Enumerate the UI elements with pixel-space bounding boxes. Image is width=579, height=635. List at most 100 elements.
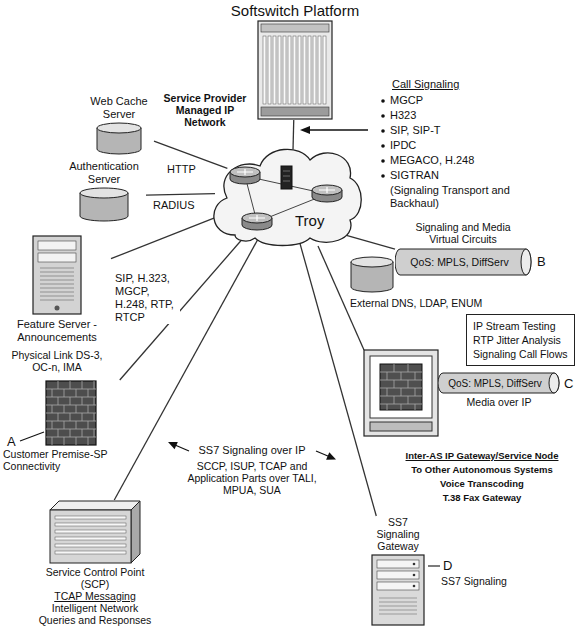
rack-icon-part <box>298 36 301 104</box>
pipe-shape: QoS: MPLS, DiffServ <box>395 248 532 276</box>
node-text: Signaling Call Flows <box>473 347 568 361</box>
ss7-icon-part <box>379 602 417 603</box>
fire-icon-part <box>64 437 65 445</box>
ss7-icon-part <box>379 614 417 615</box>
cloud-outline-part <box>312 185 342 195</box>
fire-icon-part <box>64 389 65 397</box>
rack-icon-part <box>261 24 329 32</box>
scp-icon-part <box>55 516 126 519</box>
fire-icon-part <box>94 397 95 405</box>
tower-icon-part <box>40 272 74 273</box>
fire-icon-part <box>58 413 59 421</box>
fire-icon-part <box>70 381 71 389</box>
fire-icon-part <box>52 389 53 397</box>
service-control-point: Service Control Point (SCP)TCAP Messagin… <box>15 500 175 626</box>
cloud-outline-part <box>242 213 272 223</box>
ss7-icon-part <box>413 574 416 577</box>
tower-icon-part <box>55 306 60 311</box>
node-text: External DNS, LDAP, ENUM <box>350 297 482 310</box>
fire-icon-part <box>70 397 71 405</box>
gateway-note: Inter-AS IP Gateway/Service Node <box>390 450 574 462</box>
bullet <box>381 114 385 118</box>
protocol-item: MEGACO, H.248 <box>390 154 474 167</box>
customer-premise-firewall: Customer Premise-SP Connectivity <box>3 380 131 472</box>
arrow-head <box>168 442 178 449</box>
node-text: SS7 Signaling Gateway <box>368 516 428 552</box>
callout-letter: D <box>443 558 452 573</box>
authentication-server: Authentication Server <box>62 160 146 223</box>
fire-icon-part <box>52 421 53 429</box>
node-text: TCAP Messaging <box>54 590 136 602</box>
fire-icon-part <box>46 389 96 390</box>
fire-icon-part <box>46 397 96 398</box>
feature-server: Feature Server - Announcements <box>3 235 111 344</box>
fire-icon-part <box>76 389 77 397</box>
cyl-icon-part <box>351 257 393 267</box>
protocol-item: IPDC <box>390 139 416 152</box>
fire-icon-part <box>82 397 83 405</box>
cloud-outline-part <box>319 187 335 193</box>
leader-line <box>428 565 440 566</box>
node-text: Troy <box>295 212 324 230</box>
tower-icon-part <box>40 268 74 269</box>
fire-icon-part <box>46 381 96 445</box>
bullet <box>381 159 385 163</box>
ss7-icon-part <box>372 555 424 625</box>
signal-name: SS7 Signaling <box>441 575 507 588</box>
ss7-icon-part <box>377 560 419 568</box>
fire-icon-part <box>82 429 83 437</box>
fire-icon-part <box>46 413 96 414</box>
rack-icon-part <box>263 36 266 104</box>
ss7-icon-part <box>413 585 416 588</box>
test-info-box: IP Stream TestingRTP Jitter AnalysisSign… <box>466 314 575 366</box>
fire-icon-part <box>88 437 89 445</box>
node-text: Customer Premise-SP Connectivity <box>3 448 127 472</box>
qos-pipe-tube-part <box>521 249 531 275</box>
tower-icon-part <box>40 284 74 285</box>
scp-icon-part <box>55 523 126 526</box>
bullet <box>381 129 385 133</box>
rack-icon-part <box>323 36 326 104</box>
fire-icon-part <box>88 389 89 397</box>
protocol-item: SIGTRAN <box>390 169 439 182</box>
cyl-icon-part <box>80 188 128 198</box>
ss7-icon-part <box>413 563 416 566</box>
rack-icon-part <box>261 107 329 116</box>
scp-icon-part <box>55 544 126 547</box>
ss7-icon-part <box>377 582 419 590</box>
cloud-outline-part <box>230 167 260 177</box>
media-qos-pipe: QoS: MPLS, DiffServMedia over IP <box>438 372 560 409</box>
connector-line <box>146 194 215 196</box>
protocol-item: MGCP <box>390 94 423 107</box>
connector-line <box>111 215 223 259</box>
gateway-note: To Other Autonomous Systems <box>390 464 574 476</box>
rack-icon-part <box>288 36 291 104</box>
callout-letter: C <box>564 376 573 391</box>
list-heading: Call Signaling <box>392 78 459 91</box>
scp-icon-part <box>131 501 140 563</box>
bullet <box>381 99 385 103</box>
cyl-icon <box>79 187 129 223</box>
link-note: Physical Link DS-3, OC-n, IMA <box>10 349 104 373</box>
fire-icon-part <box>46 429 96 430</box>
qos-virtual-circuit: QoS: MPLS, DiffServ <box>395 248 532 276</box>
fire-icon-part <box>46 421 96 422</box>
ss7-note-heading: SS7 Signaling over IP <box>190 444 314 457</box>
fire-icon-part <box>82 413 83 421</box>
node-text: RTP Jitter Analysis <box>473 333 561 347</box>
callout-letter: A <box>7 434 16 449</box>
cloud-outline <box>205 140 365 248</box>
fire-icon-part <box>64 405 65 413</box>
brick-lines <box>380 364 422 410</box>
fire-icon-part <box>64 421 65 429</box>
cloud-outline-part <box>281 166 292 189</box>
ss7-icon-part <box>379 598 417 599</box>
node-text: IP Stream Testing <box>473 319 556 333</box>
rack-icon-part <box>318 36 321 104</box>
fire-icon-part <box>58 429 59 437</box>
gateway-note: Voice Transcoding <box>390 478 574 490</box>
rack-icon-part <box>283 36 286 104</box>
cyl-icon <box>96 122 142 156</box>
fire-icon-part <box>94 413 95 421</box>
node-text: Web Cache Server <box>84 95 154 121</box>
